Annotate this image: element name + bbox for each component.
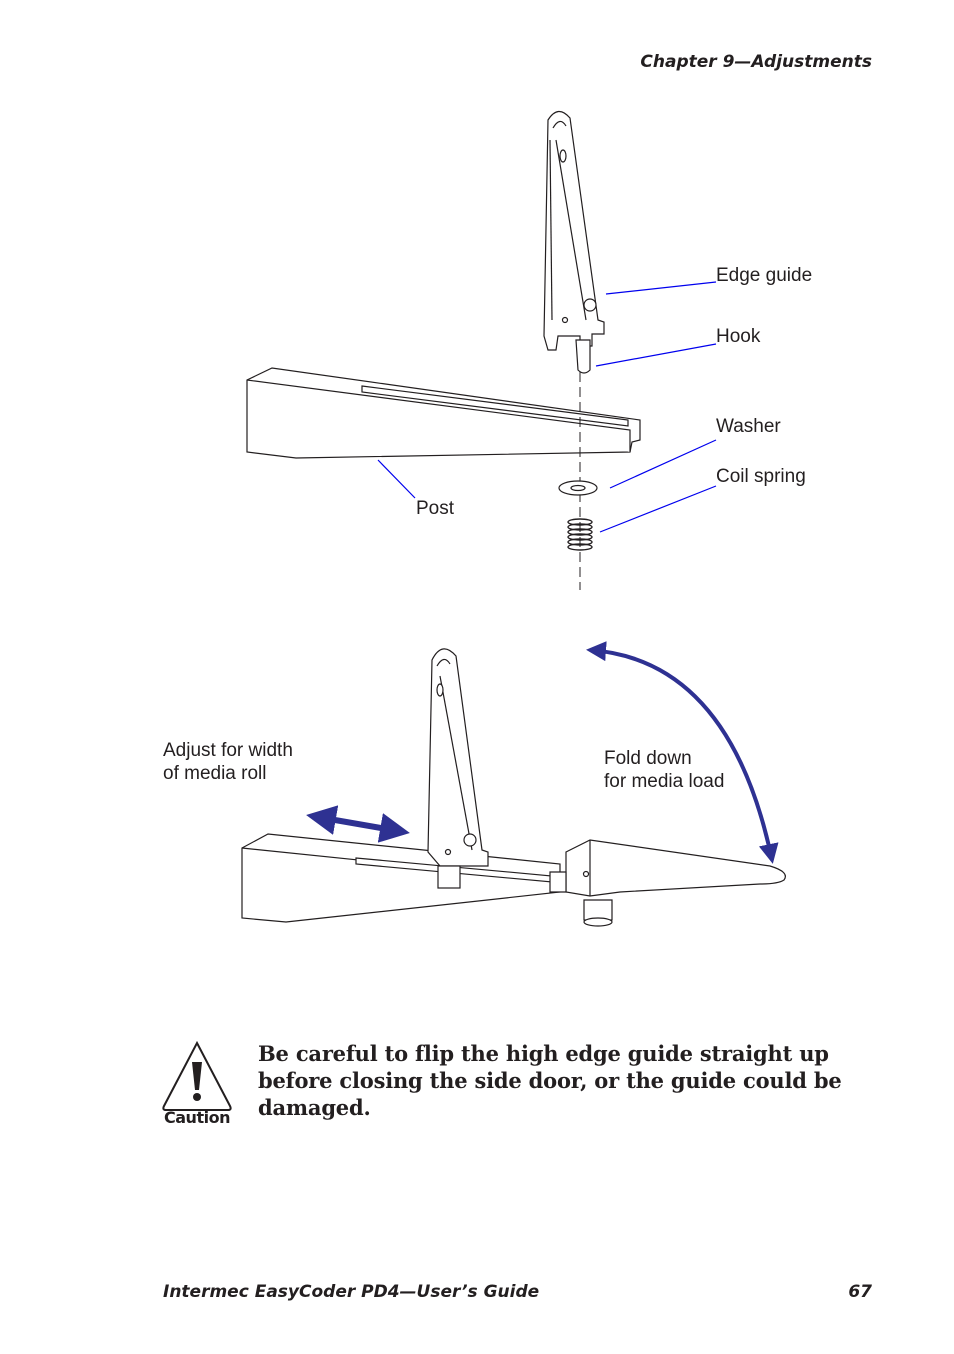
label-fold-down: Fold down for media load (604, 748, 725, 792)
caution-exclamation-icon (162, 1040, 232, 1111)
post-drawing (246, 367, 641, 459)
caution-label: Caution (164, 1108, 230, 1127)
label-edge-guide: Edge guide (716, 265, 813, 286)
fold-down-arrow (586, 641, 779, 864)
running-head: Chapter 9—Adjustments (640, 52, 872, 72)
footer-guide-title: Intermec EasyCoder PD4—User’s Guide (163, 1282, 540, 1302)
footer-page-number: 67 (848, 1282, 872, 1302)
assembled-edge-guide-drawing (427, 648, 489, 889)
coil-spring-drawing (567, 518, 593, 551)
edge-guide-drawing (543, 110, 605, 374)
label-washer: Washer (716, 416, 781, 437)
callout-lines (377, 281, 717, 533)
label-adjust-width: Adjust for width of media roll (163, 740, 293, 784)
washer-drawing (558, 480, 598, 496)
label-hook: Hook (716, 326, 761, 347)
assembled-post-drawing (241, 833, 561, 923)
label-coil-spring: Coil spring (716, 466, 806, 487)
label-post: Post (416, 498, 455, 519)
caution-message: Be careful to flip the high edge guide s… (258, 1041, 842, 1120)
adjust-width-arrow (306, 805, 410, 843)
folded-guide-drawing (549, 839, 786, 927)
